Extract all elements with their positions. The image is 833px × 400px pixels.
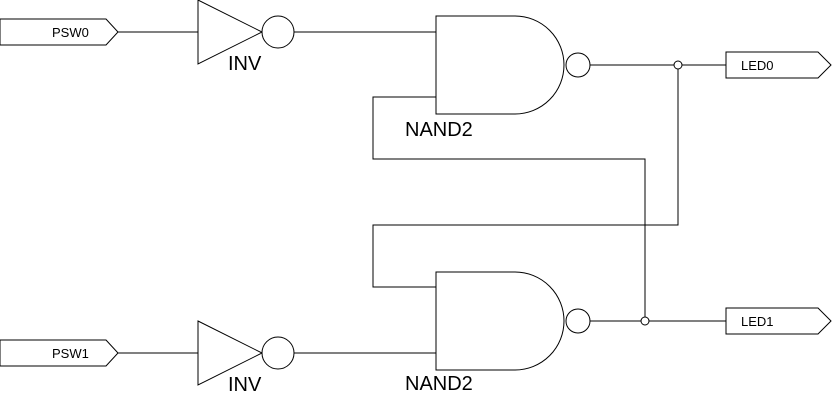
gate-label: NAND2 [405, 119, 473, 141]
input-port-shape [0, 339, 119, 367]
input-port-psw0: PSW0 [0, 18, 119, 46]
output-port-shape [725, 51, 832, 79]
gate-label: INV [228, 374, 262, 396]
nand-body [435, 15, 565, 115]
gate-label: NAND2 [405, 373, 473, 395]
nand-gate-top: NAND2 [405, 15, 591, 141]
inverter-triangle [197, 0, 264, 65]
output-port-shape [725, 307, 832, 335]
nand-bubble [565, 308, 591, 334]
input-port-psw1: PSW1 [0, 339, 119, 367]
output-port-led0: LED0 [725, 51, 832, 79]
input-port-label: PSW0 [52, 25, 89, 40]
output-port-label: LED1 [741, 314, 774, 329]
wires [118, 31, 726, 354]
inverter-top: INV [197, 0, 295, 75]
nand-gate-bottom: NAND2 [405, 271, 591, 395]
inverter-bubble [261, 15, 295, 49]
nand-body [435, 271, 565, 371]
nand-bubble [565, 52, 591, 78]
wire-feedback-led0-to-nand-bottom [372, 65, 679, 288]
output-port-led1: LED1 [725, 307, 832, 335]
output-port-label: LED0 [741, 58, 774, 73]
junction-led0 [673, 60, 683, 70]
junction-led1 [640, 316, 650, 326]
input-port-shape [0, 18, 119, 46]
input-port-label: PSW1 [52, 346, 89, 361]
wire-feedback-led1-to-nand-top [372, 96, 646, 321]
inverter-triangle [197, 320, 264, 386]
inverter-bubble [261, 336, 295, 370]
gate-label: INV [228, 53, 262, 75]
inverter-bottom: INV [197, 320, 295, 396]
